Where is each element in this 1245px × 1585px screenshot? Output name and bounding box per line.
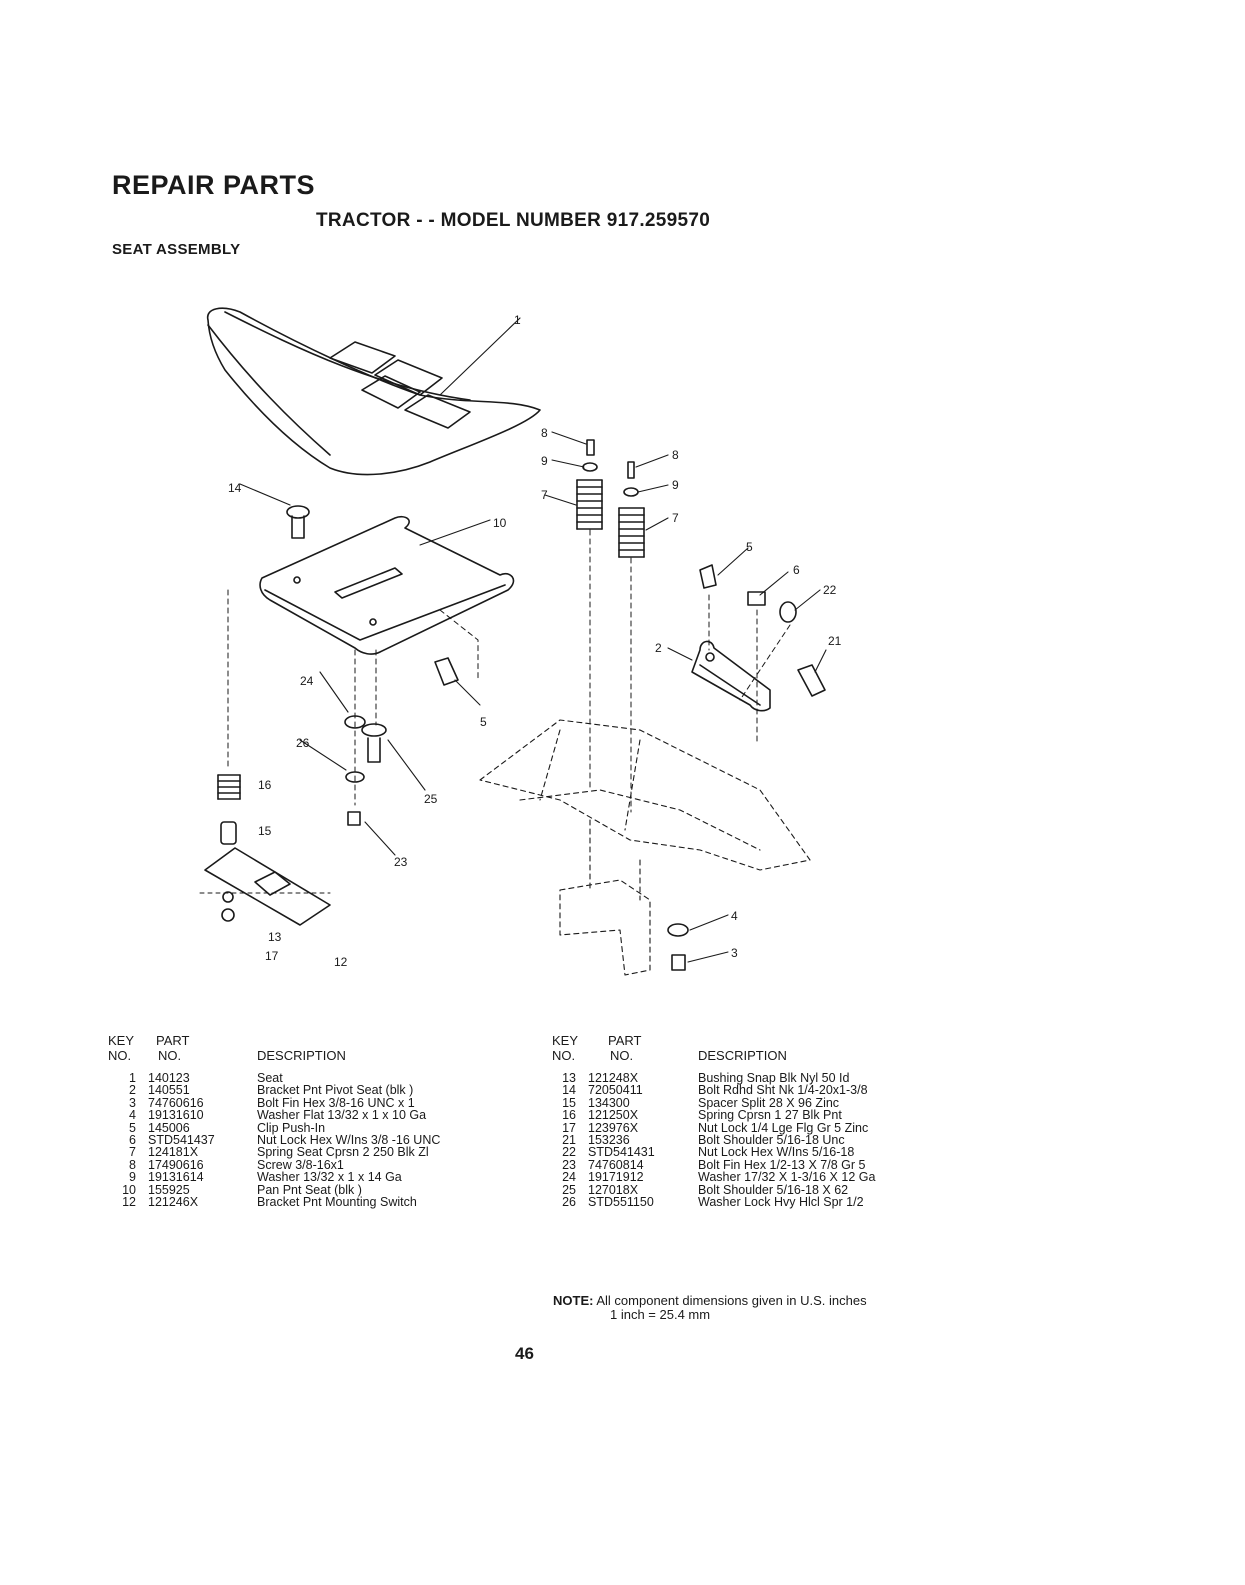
header-key-bottom: NO. [552,1048,576,1063]
header-key-top: KEY [552,1033,579,1048]
callout-5b: 5 [480,715,487,729]
callout-16: 16 [258,778,272,792]
callout-4: 4 [731,909,738,923]
callout-13: 13 [268,930,282,944]
clip-5-lower-drawing [434,609,481,706]
seat-assembly-diagram: 1 8 9 7 8 9 7 5 6 22 21 2 14 10 24 5 26 … [199,307,842,976]
header-description: DESCRIPTION [698,1048,787,1063]
callout-10: 10 [493,516,507,530]
hardware-bottom-drawing [667,914,729,971]
callout-14: 14 [228,481,242,495]
callout-2: 2 [655,641,662,655]
header-part-top: PART [608,1033,642,1048]
callout-8a: 8 [541,426,548,440]
header-description: DESCRIPTION [257,1048,346,1063]
callout-17: 17 [265,949,279,963]
note-line2: 1 inch = 25.4 mm [610,1307,711,1322]
callout-23: 23 [394,855,408,869]
callout-6: 6 [793,563,800,577]
tractor-frame-drawing [479,719,811,976]
header-key-top: KEY [108,1033,135,1048]
callout-15: 15 [258,824,272,838]
note-label: NOTE: [553,1293,594,1308]
seat-pan-drawing [259,515,515,655]
dimensions-note: NOTE: All component dimensions given in … [553,1294,867,1322]
bracket-12-drawing [199,589,331,926]
callout-26: 26 [296,736,310,750]
callout-9b: 9 [672,478,679,492]
callout-25: 25 [424,792,438,806]
callout-12: 12 [334,955,348,969]
callout-1: 1 [514,313,521,327]
callout-9a: 9 [541,454,548,468]
hardware-center-drawing [299,649,426,856]
bolt-14-drawing [239,483,310,539]
note-line1: All component dimensions given in U.S. i… [596,1293,867,1308]
header-part-bottom: NO. [610,1048,634,1063]
model-subtitle: TRACTOR - - MODEL NUMBER 917.259570 [316,210,711,231]
callout-24: 24 [300,674,314,688]
callout-5a: 5 [746,540,753,554]
seat-drawing [206,307,541,476]
callout-22: 22 [823,583,837,597]
callout-21: 21 [828,634,842,648]
section-title: SEAT ASSEMBLY [112,241,241,258]
callout-7a: 7 [541,488,548,502]
callout-3: 3 [731,946,738,960]
header-part-bottom: NO. [158,1048,182,1063]
header-key-bottom: NO. [108,1048,132,1063]
pivot-bracket-2-drawing [667,547,827,746]
callout-8b: 8 [672,448,679,462]
springs-drawing [544,431,669,813]
page-title: REPAIR PARTS [112,170,316,200]
callout-7b: 7 [672,511,679,525]
header-part-top: PART [156,1033,190,1048]
callout-labels: 1 8 9 7 8 9 7 5 6 22 21 2 14 10 24 5 26 … [228,313,842,969]
page-number: 46 [515,1344,534,1363]
